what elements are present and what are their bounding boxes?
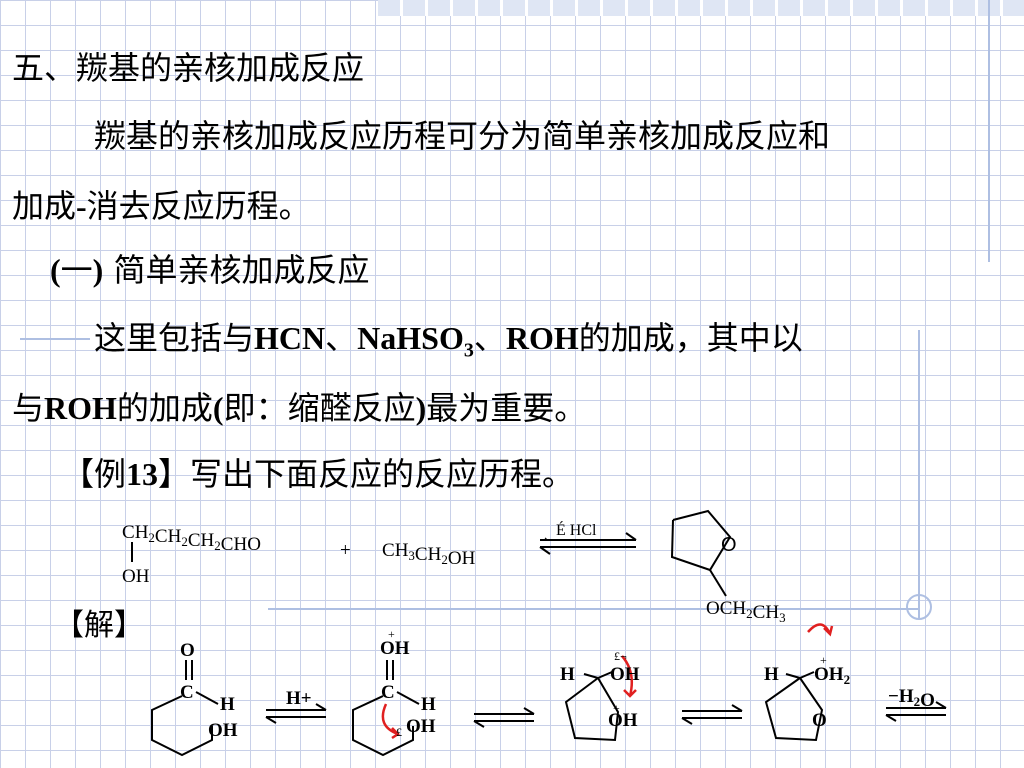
s4-charge: + [820, 653, 827, 667]
plus-sign: + [340, 540, 351, 561]
reactant-1: CH2CH2CH2CHO [122, 522, 261, 555]
s4-o: O [812, 710, 827, 731]
s3-note: £¬ [614, 649, 627, 663]
curved-arrow-step3 [621, 655, 633, 697]
s2-pound: £ [396, 725, 402, 739]
paragraph-1-line-1: 羰基的亲核加成反应历程可分为简单亲核加成反应和 [94, 117, 831, 155]
minus-water: −H2O [888, 686, 935, 711]
s2-h: H [421, 694, 436, 715]
s1-c: C [180, 682, 194, 703]
s1-chain [151, 695, 213, 757]
s1-c-h-bond [195, 691, 219, 705]
decor-circle [906, 594, 932, 620]
decor-vertical-line [988, 0, 990, 262]
catalyst-tick: 、 [544, 529, 556, 543]
s4-oh2: OH2 [814, 664, 850, 687]
paragraph-2-line-2: 与ROH的加成(即：缩醛反应)最为重要。 [12, 389, 587, 427]
product-substituent: OCH2CH3 [706, 598, 786, 625]
reactant-2: CH3CH2OH [382, 540, 476, 569]
paragraph-1-line-2: 加成-消去反应历程。 [12, 187, 311, 225]
s2-c: C [381, 682, 395, 703]
product-substituent-bond [709, 569, 727, 597]
s4-h: H [764, 664, 779, 685]
reactant-1-oh: OH [122, 566, 150, 587]
s2-chain [352, 695, 414, 757]
curved-arrow-step2 [381, 703, 399, 736]
decor-horizontal-line [20, 338, 90, 340]
s3-charge: + [613, 701, 620, 715]
s2-oh2: OH [406, 716, 436, 737]
section-title: 五、羰基的亲核加成反应 [12, 49, 365, 87]
example-line: 【例13】写出下面反应的反应历程。 [62, 455, 575, 493]
s1-o: O [180, 640, 195, 661]
product-ring-oxygen: O [721, 534, 737, 556]
header-decor-bar [378, 0, 1024, 16]
s3-h: H [560, 664, 575, 685]
s2-charge: + [388, 627, 395, 641]
catalyst-label: É HCl [556, 520, 597, 539]
decor-horizontal-line [268, 608, 920, 610]
s3-oh: OH [610, 664, 640, 685]
s1-h: H [220, 694, 235, 715]
subsection-title: (一) 简单亲核加成反应 [50, 251, 370, 289]
s2-oh: OH [380, 638, 410, 659]
product-ring [670, 509, 732, 572]
h-plus: H+ [286, 688, 312, 709]
s2-c-h-bond [396, 691, 420, 705]
s3-oh-bottom: OH [608, 710, 638, 731]
s3-ring [564, 677, 620, 742]
decor-vertical-line [918, 330, 920, 620]
s1-oh: OH [208, 720, 238, 741]
s4-ring [764, 677, 824, 742]
paragraph-2-line-1: 这里包括与HCN、NaHSO3、ROH的加成，其中以 [94, 319, 803, 362]
answer-label: 【解】 [54, 608, 144, 643]
